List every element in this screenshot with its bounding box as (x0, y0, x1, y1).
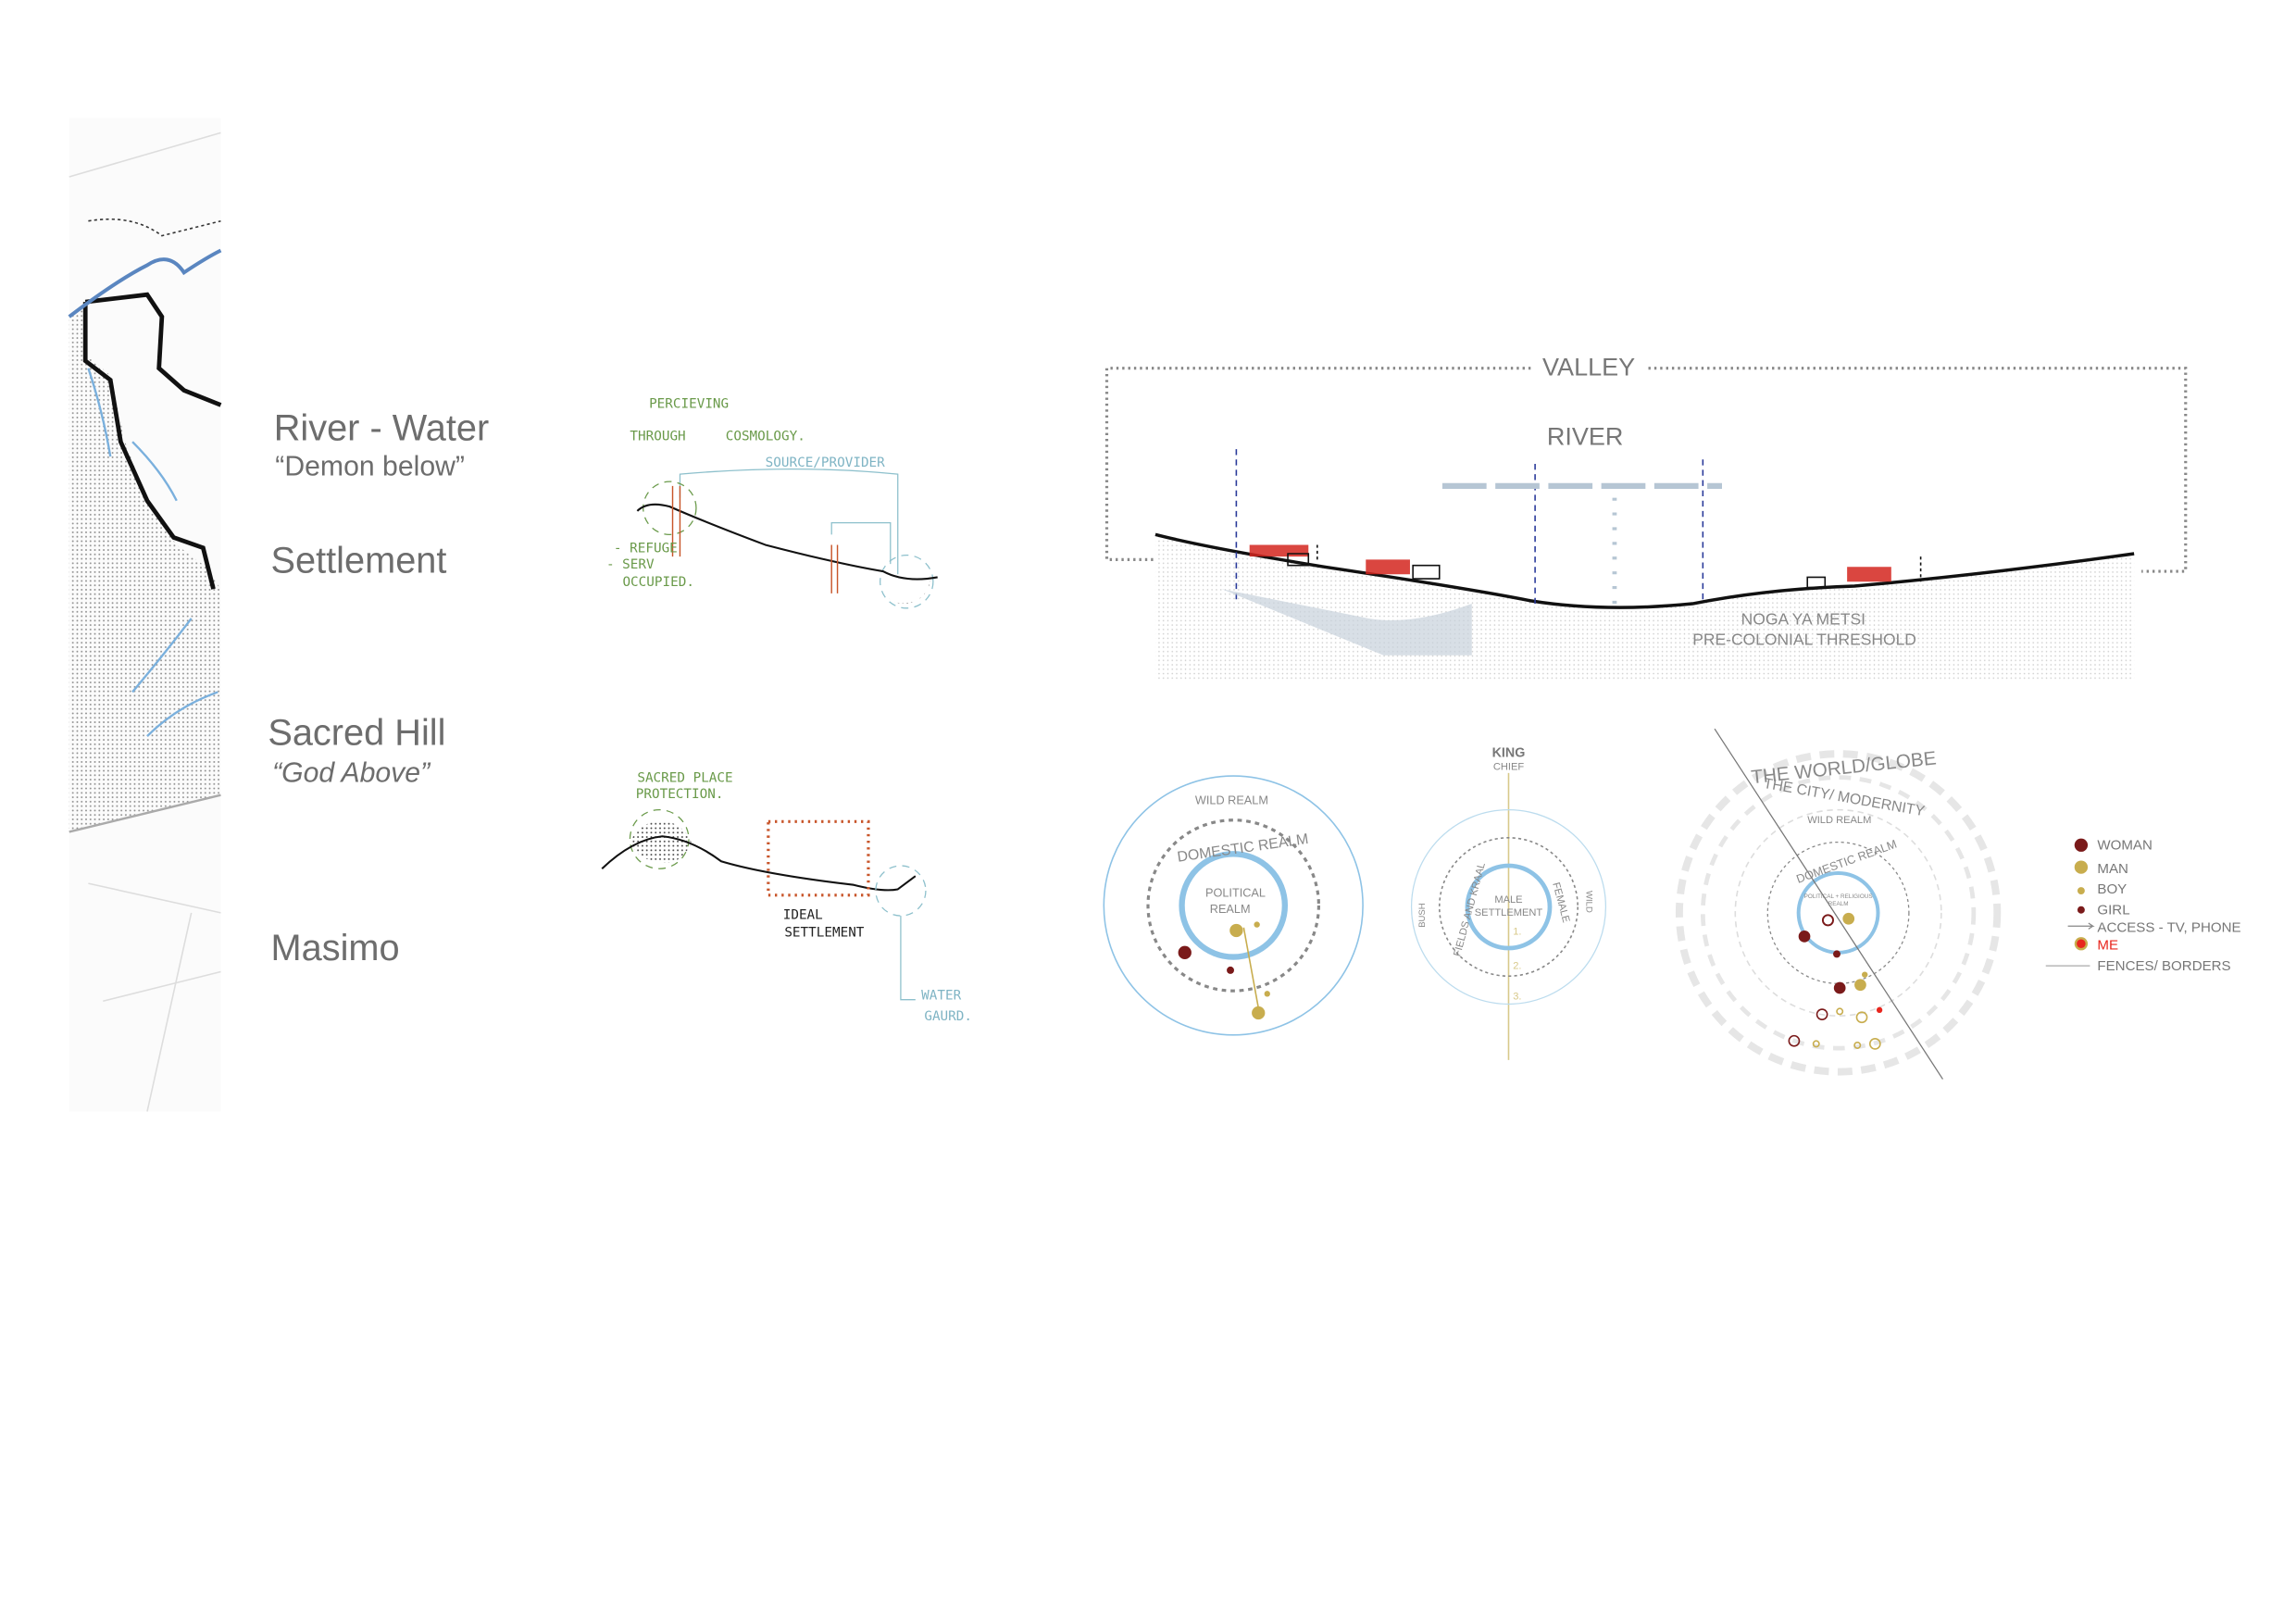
legend-girl: GIRL (2097, 902, 2129, 918)
sketch-river: PERCIEVING THROUGH COSMOLOGY. SOURCE/PRO… (606, 397, 938, 609)
sketch-text: SACRED PLACE (637, 770, 732, 785)
wild-label: WILD (1584, 891, 1594, 913)
zone-number: 3. (1513, 992, 1521, 1003)
sketch-text: SETTLEMENT (784, 925, 864, 940)
label-masimo: Masimo (271, 928, 400, 968)
zone-number: 1. (1513, 927, 1521, 938)
label-demon-below: “Demon below” (275, 452, 465, 482)
bush-label: BUSH (1417, 903, 1428, 928)
sketch-text: - SERV (606, 557, 655, 572)
sketch-text: IDEAL (783, 907, 823, 922)
threshold-label: PRE-COLONIAL THRESHOLD (1692, 631, 1916, 649)
sketch-text: WATER (921, 989, 961, 1004)
political-realm-label: REALM (1210, 902, 1251, 916)
male-settlement-label: SETTLEMENT (1475, 907, 1543, 918)
sketch-text: GAURD. (924, 1009, 972, 1024)
label-river-water: River - Water (274, 408, 490, 449)
legend-fences: FENCES/ BORDERS (2097, 958, 2230, 974)
label-settlement: Settlement (271, 541, 447, 581)
river-label: RIVER (1547, 422, 1624, 450)
realms-diagram: WILD REALM DOMESTIC REALM POLITICAL REAL… (1103, 775, 1364, 1036)
wild-realm-label: WILD REALM (1195, 793, 1268, 806)
political-realm-label: POLITICAL (1205, 885, 1266, 899)
chief-label: CHIEF (1493, 762, 1525, 773)
zone-number: 2. (1513, 960, 1521, 971)
legend-me: ME (2097, 938, 2118, 954)
sketch-text: OCCUPIED. (622, 575, 693, 590)
king-label: KING (1492, 745, 1526, 760)
sketch-text: SOURCE/PROVIDER (766, 456, 886, 470)
sketch-sacred-hill: SACRED PLACE PROTECTION. IDEAL SETTLEMEN… (601, 770, 972, 1024)
legend: WOMAN MAN BOY GIRL ACCESS - TV, PHONE ME… (2045, 838, 2241, 974)
political-realm-label: REALM (1828, 901, 1849, 907)
sketch-text: - REFUGE (614, 541, 678, 556)
legend-woman: WOMAN (2097, 838, 2152, 854)
legend-boy: BOY (2097, 881, 2127, 897)
legend-access: ACCESS - TV, PHONE (2097, 920, 2240, 936)
valley-section: VALLEY RIVER NOGA YA METSI PRE-COLONIAL … (1104, 354, 2188, 681)
label-god-above: “God Above” (272, 757, 431, 788)
label-sacred-hill: Sacred Hill (268, 713, 445, 754)
city-label: THE CITY/ MODERNITY (1762, 776, 1926, 819)
sketch-text: COSMOLOGY. (726, 430, 805, 444)
noga-label: NOGA YA METSI (1741, 609, 1866, 628)
valley-label: VALLEY (1542, 354, 1635, 381)
wild-realm-label: WILD REALM (1807, 815, 1871, 826)
king-diagram: KING CHIEF BUSH FIELDS AND KRAAL FEMALE … (1410, 745, 1607, 1060)
sketch-text: PERCIEVING (649, 397, 729, 412)
sketch-text: THROUGH (630, 430, 685, 444)
sketch-text: PROTECTION. (636, 787, 724, 802)
political-realm-label: POLITICAL + RELIGIOUS (1804, 893, 1873, 900)
female-label: FEMALE (1550, 881, 1571, 924)
world-diagram: THE WORLD/GLOBE THE CITY/ MODERNITY WILD… (1675, 728, 2002, 1080)
male-settlement-label: MALE (1494, 894, 1522, 906)
domestic-realm-label: DOMESTIC REALM (1794, 837, 1899, 886)
domestic-realm-label: DOMESTIC REALM (1177, 831, 1310, 866)
site-map (68, 118, 222, 1112)
legend-man: MAN (2097, 861, 2128, 877)
